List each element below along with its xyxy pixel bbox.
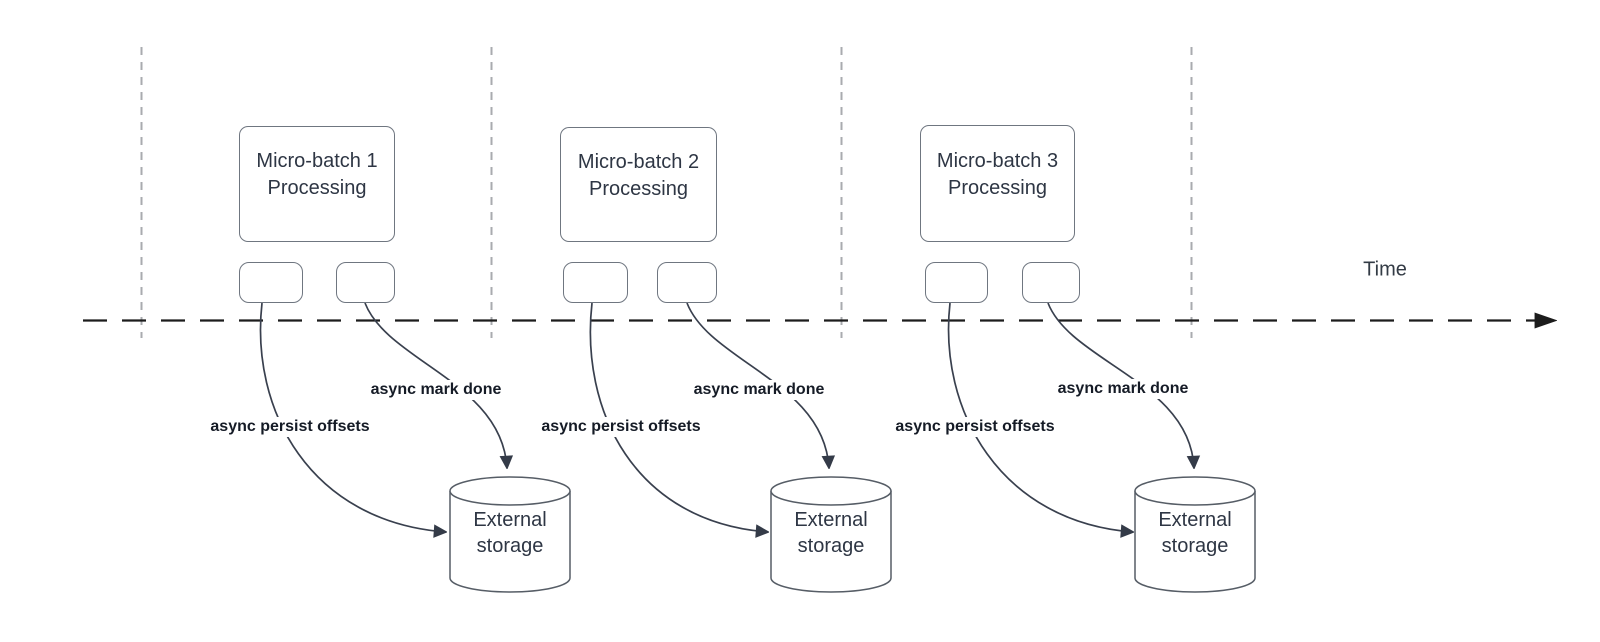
persist-offsets-arrow-2 <box>589 302 768 532</box>
storage-label-2: External storage <box>794 509 868 557</box>
micro-batch-1-box <box>239 126 395 242</box>
persist-offsets-label-1: async persist offsets <box>206 417 374 437</box>
mark-done-label-1: async mark done <box>366 380 506 400</box>
async-task-box-1a <box>239 262 303 303</box>
time-label: Time <box>1363 258 1407 281</box>
mark-done-label-3: async mark done <box>1053 379 1193 399</box>
persist-offsets-arrow-1 <box>259 302 446 532</box>
mark-done-arrow-3 <box>1047 302 1194 468</box>
micro-batch-2-box <box>560 127 717 242</box>
external-storage-cylinder-2 <box>770 476 892 593</box>
async-task-box-1b <box>336 262 395 303</box>
async-task-box-3a <box>925 262 988 303</box>
external-storage-cylinder-3 <box>1134 476 1256 593</box>
persist-offsets-arrow-3 <box>947 302 1133 532</box>
external-storage-cylinder-1 <box>449 476 571 593</box>
persist-offsets-label-2: async persist offsets <box>537 417 705 437</box>
micro-batch-3-title: Micro-batch 3 Processing <box>936 150 1059 199</box>
micro-batch-1-title: Micro-batch 1 Processing <box>256 150 378 199</box>
micro-batch-2-title: Micro-batch 2 Processing <box>577 151 700 200</box>
async-task-box-2a <box>563 262 628 303</box>
mark-done-arrow-1 <box>364 302 507 468</box>
async-task-box-3b <box>1022 262 1080 303</box>
mark-done-label-2: async mark done <box>689 380 829 400</box>
micro-batch-3-box <box>920 125 1075 242</box>
async-task-box-2b <box>657 262 717 303</box>
persist-offsets-label-3: async persist offsets <box>891 417 1059 437</box>
storage-label-1: External storage <box>473 509 547 557</box>
storage-label-3: External storage <box>1158 509 1232 557</box>
mark-done-arrow-2 <box>686 302 829 468</box>
